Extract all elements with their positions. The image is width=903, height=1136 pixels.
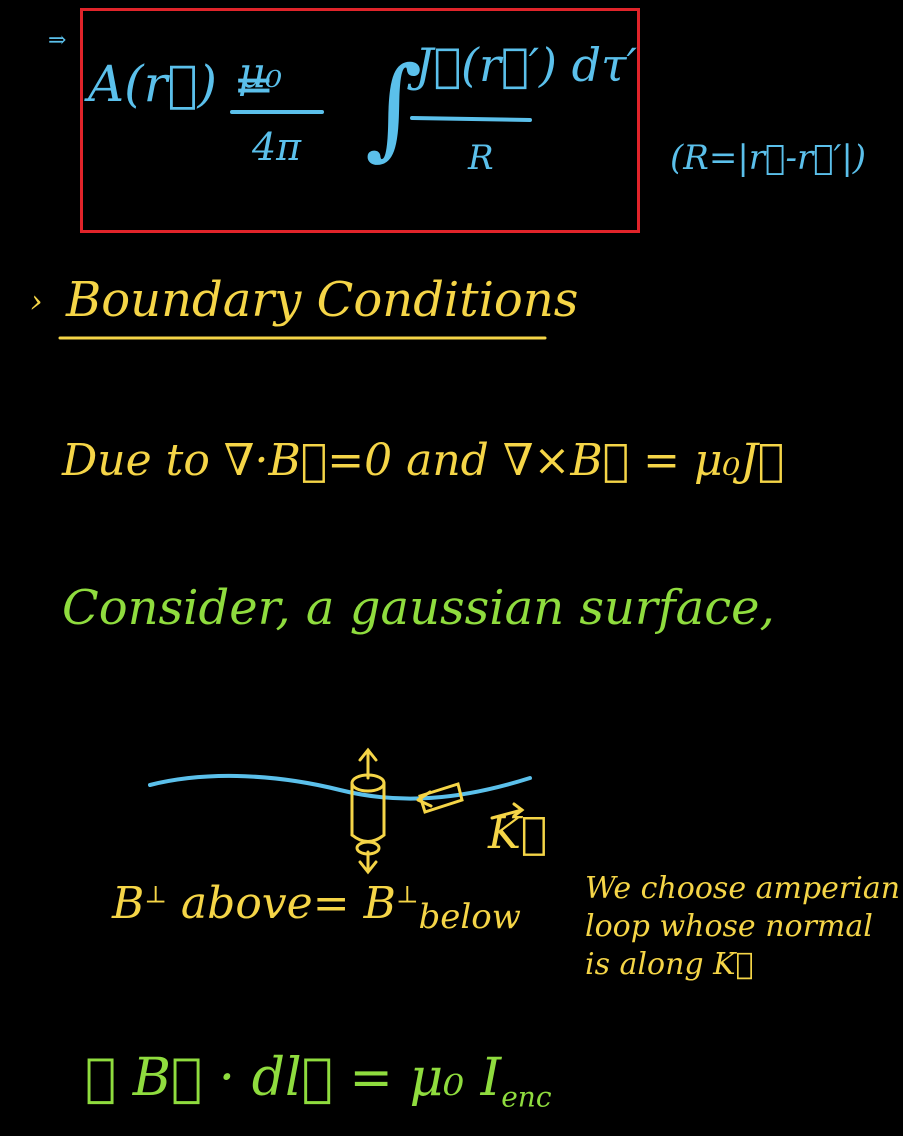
consider-line: Consider, a gaussian surface, (62, 580, 775, 636)
k-vector-arrow-icon (490, 802, 525, 820)
formula-coef-numerator: μ₀ (238, 48, 283, 97)
below-word: below (418, 896, 521, 937)
b-below-symbol: B (363, 878, 396, 929)
perp-superscript-below: ⊥ (395, 880, 419, 909)
note-line-1: We choose amperian (585, 871, 901, 906)
gaussian-pillbox-icon (350, 747, 386, 875)
note-line-2: loop whose normal (585, 909, 873, 944)
formula-integrand-denominator: R (468, 138, 494, 178)
note-line-3: is along K⃗ (585, 947, 754, 982)
implies-arrow: ⇒ (48, 28, 67, 53)
formula-r-definition: (R=|r⃗-r⃗′|) (670, 138, 867, 178)
boundary-surface-curve (148, 773, 532, 801)
above-word: above (180, 878, 313, 929)
formula-integrand-numerator: J⃗(r⃗′) dτ′ (415, 38, 637, 92)
amperian-note: We choose amperian loop whose normal is … (585, 870, 900, 984)
section-heading: Boundary Conditions (66, 272, 579, 328)
amperes-law-equation: ∮ B⃗ · dl⃗ = μ₀ Ienc (85, 1048, 552, 1113)
formula-integral-sign: ∫ (365, 43, 423, 171)
formula-lhs: A(r⃗) = (88, 55, 275, 113)
heading-bullet: › (30, 282, 43, 320)
due-to-line: Due to ∇·B⃗=0 and ∇×B⃗ = μ₀J⃗ (62, 435, 785, 486)
amperian-loop-icon (416, 782, 464, 814)
loop-integral-lhs: ∮ B⃗ · dl⃗ (85, 1048, 333, 1108)
integrand-fraction-bar (410, 116, 532, 122)
surface-current-label: K⃗ (488, 808, 548, 859)
b-perp-equation: B⊥ above= B⊥below (112, 878, 521, 937)
highlight-box (80, 8, 640, 233)
equals-sign: = (312, 878, 350, 929)
b-above-symbol: B (112, 878, 145, 929)
perp-superscript-above: ⊥ (144, 880, 167, 909)
formula-coef-denominator: 4π (252, 125, 302, 169)
enclosed-subscript: enc (501, 1080, 552, 1114)
loop-integral-rhs: = μ₀ I (349, 1048, 502, 1108)
